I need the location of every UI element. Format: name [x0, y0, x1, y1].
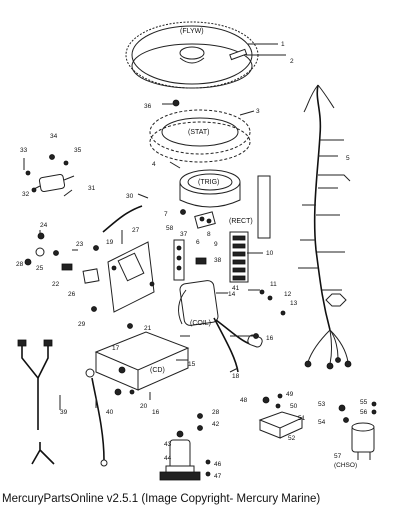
callout-18: 18: [232, 373, 240, 380]
ignition-coil[interactable]: (COIL): [178, 280, 219, 327]
callout-49: 49: [286, 391, 294, 398]
regulator-module[interactable]: [258, 393, 304, 439]
callout-32: 32: [22, 191, 30, 198]
callout-54: 54: [318, 419, 326, 426]
image-caption: MercuryPartsOnline v2.5.1 (Image Copyrig…: [2, 493, 321, 505]
callout-35: 35: [74, 147, 82, 154]
callout-16a: 16: [266, 335, 274, 342]
callout-9: 9: [214, 241, 218, 248]
decal: [257, 175, 271, 239]
stator[interactable]: (STAT): [149, 109, 251, 163]
parts-exploded-diagram: (FLYW) (STAT) (TRIG) (RECT): [16, 21, 377, 481]
callout-12: 12: [284, 291, 292, 298]
label-rect: (RECT): [229, 218, 253, 225]
callout-3: 3: [256, 108, 260, 115]
callout-15: 15: [188, 361, 196, 368]
callout-58: 58: [166, 225, 174, 232]
callout-5: 5: [346, 155, 350, 162]
callout-37: 37: [180, 231, 188, 238]
callout-26: 26: [68, 291, 76, 298]
label-stat: (STAT): [188, 129, 210, 136]
choke-solenoid[interactable]: [338, 401, 377, 460]
ground-lead[interactable]: [102, 205, 143, 233]
hardware-left: [24, 232, 100, 312]
callout-22: 22: [52, 281, 60, 288]
terminal-block[interactable]: [229, 231, 249, 283]
label-coil: (COIL): [190, 320, 211, 327]
trigger[interactable]: (TRIG): [179, 169, 241, 208]
callout-16b: 16: [152, 409, 160, 416]
callout-36: 36: [144, 103, 152, 110]
callout-2: 2: [290, 58, 294, 65]
mounting-plate[interactable]: [107, 241, 155, 313]
callout-10: 10: [266, 250, 274, 257]
callout-25: 25: [36, 265, 44, 272]
callout-31: 31: [88, 185, 96, 192]
callout-28b: 28: [212, 409, 220, 416]
flywheel[interactable]: (FLYW): [125, 21, 259, 89]
callout-48: 48: [240, 397, 248, 404]
callout-1: 1: [281, 41, 285, 48]
callout-51: 51: [298, 415, 306, 422]
callout-17: 17: [112, 345, 120, 352]
hardware-misc: [114, 99, 286, 396]
leader-lines: [23, 43, 338, 410]
callout-23: 23: [76, 241, 84, 248]
starter-solenoid[interactable]: [159, 413, 211, 481]
label-trig: (TRIG): [198, 179, 219, 186]
callout-38: 38: [214, 257, 222, 264]
label-flyw: (FLYW): [180, 28, 204, 35]
callout-53: 53: [318, 401, 326, 408]
callout-numbers: 1 2 3 4 5 6 7 8 9 10 11 12 13 14 15 16 1…: [16, 41, 368, 480]
callout-44: 44: [164, 455, 172, 462]
label-chso: (CHSO): [334, 462, 357, 469]
lead-wire[interactable]: [85, 368, 108, 467]
battery-cable[interactable]: [17, 339, 55, 465]
callout-34: 34: [50, 133, 58, 140]
callout-20: 20: [140, 403, 148, 410]
callout-21: 21: [144, 325, 152, 332]
callout-56: 56: [360, 409, 368, 416]
callout-19: 19: [106, 239, 114, 246]
callout-4: 4: [152, 161, 156, 168]
wiring-harness[interactable]: [298, 84, 352, 370]
callout-24: 24: [40, 222, 48, 229]
callout-42: 42: [212, 421, 220, 428]
callout-14: 14: [228, 291, 236, 298]
spark-plug-lead[interactable]: [213, 317, 263, 373]
callout-52: 52: [288, 435, 296, 442]
callout-50: 50: [290, 403, 298, 410]
callout-7: 7: [164, 211, 168, 218]
callout-47: 47: [214, 473, 222, 480]
callout-55: 55: [360, 399, 368, 406]
callout-40: 40: [106, 409, 114, 416]
rectifier[interactable]: (RECT): [194, 211, 253, 229]
callout-33: 33: [20, 147, 28, 154]
callout-41: 41: [232, 285, 240, 292]
neutral-switch[interactable]: [25, 154, 75, 193]
ground-strip[interactable]: [173, 239, 207, 281]
callout-11: 11: [270, 281, 277, 288]
callout-43: 43: [164, 441, 172, 448]
cd-module[interactable]: (CD): [94, 331, 190, 391]
label-cd: (CD): [150, 367, 165, 374]
callout-30: 30: [126, 193, 134, 200]
callout-39: 39: [60, 409, 68, 416]
callout-28a: 28: [16, 261, 24, 268]
callout-57: 57: [334, 453, 342, 460]
callout-6: 6: [196, 239, 200, 246]
callout-8: 8: [207, 231, 211, 238]
callout-29: 29: [78, 321, 86, 328]
callout-27: 27: [132, 227, 140, 234]
callout-13: 13: [290, 300, 298, 307]
callout-46: 46: [214, 461, 222, 468]
